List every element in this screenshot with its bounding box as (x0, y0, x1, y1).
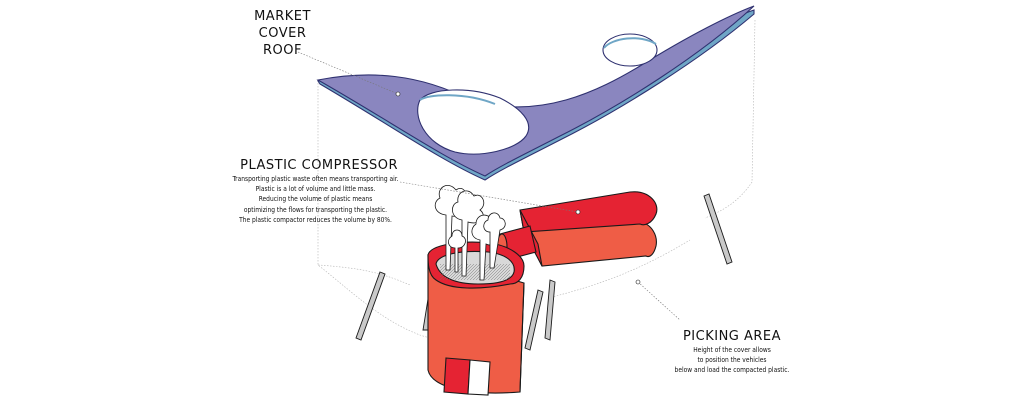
roof-opening-large (417, 89, 530, 155)
tree-icon (434, 185, 506, 281)
compressor-description-line: Transporting plastic waste often means t… (232, 175, 399, 183)
compressor-box-side (523, 221, 657, 267)
compressor-outlet (443, 357, 471, 395)
market-cover-roof (316, 5, 755, 181)
compressor-description-line: Plastic is a lot of volume and little ma… (255, 185, 376, 194)
picking-area-description-line: below and load the compacted plastic. (674, 366, 790, 375)
compressor-description-line: Reducing the volume of plastic means (258, 195, 373, 204)
compressor-description-line: optimizing the flows for transporting th… (243, 205, 388, 214)
roof-marker (395, 91, 401, 97)
leader-lines (297, 51, 681, 321)
roof-label: MARKET COVER ROOF (245, 8, 320, 59)
picking-area-label: PICKING AREA Height of the cover allows … (662, 328, 802, 376)
roof-opening-large-rim (419, 94, 496, 105)
picking-area-title: PICKING AREA (682, 329, 782, 344)
covered-area-outline (317, 19, 756, 346)
compressor-title: PLASTIC COMPRESSOR (240, 158, 398, 173)
roof-label-line: ROOF (263, 43, 302, 58)
picking-area-marker (635, 279, 641, 285)
picking-area-description-line: Height of the cover allows (693, 346, 771, 354)
roof-opening-small (602, 33, 658, 67)
picking-area-description-line: to position the vehicles (697, 356, 767, 365)
compressor-box-top (519, 191, 658, 233)
roof-label-line: MARKET (254, 9, 311, 24)
compressor-description-line: The plastic compactor reduces the volume… (239, 215, 392, 224)
compressor-label: PLASTIC COMPRESSOR Transporting plastic … (228, 157, 403, 225)
support-pole-icon (355, 193, 733, 351)
compressor-marker (575, 209, 581, 215)
roof-label-line: COVER (258, 26, 307, 41)
